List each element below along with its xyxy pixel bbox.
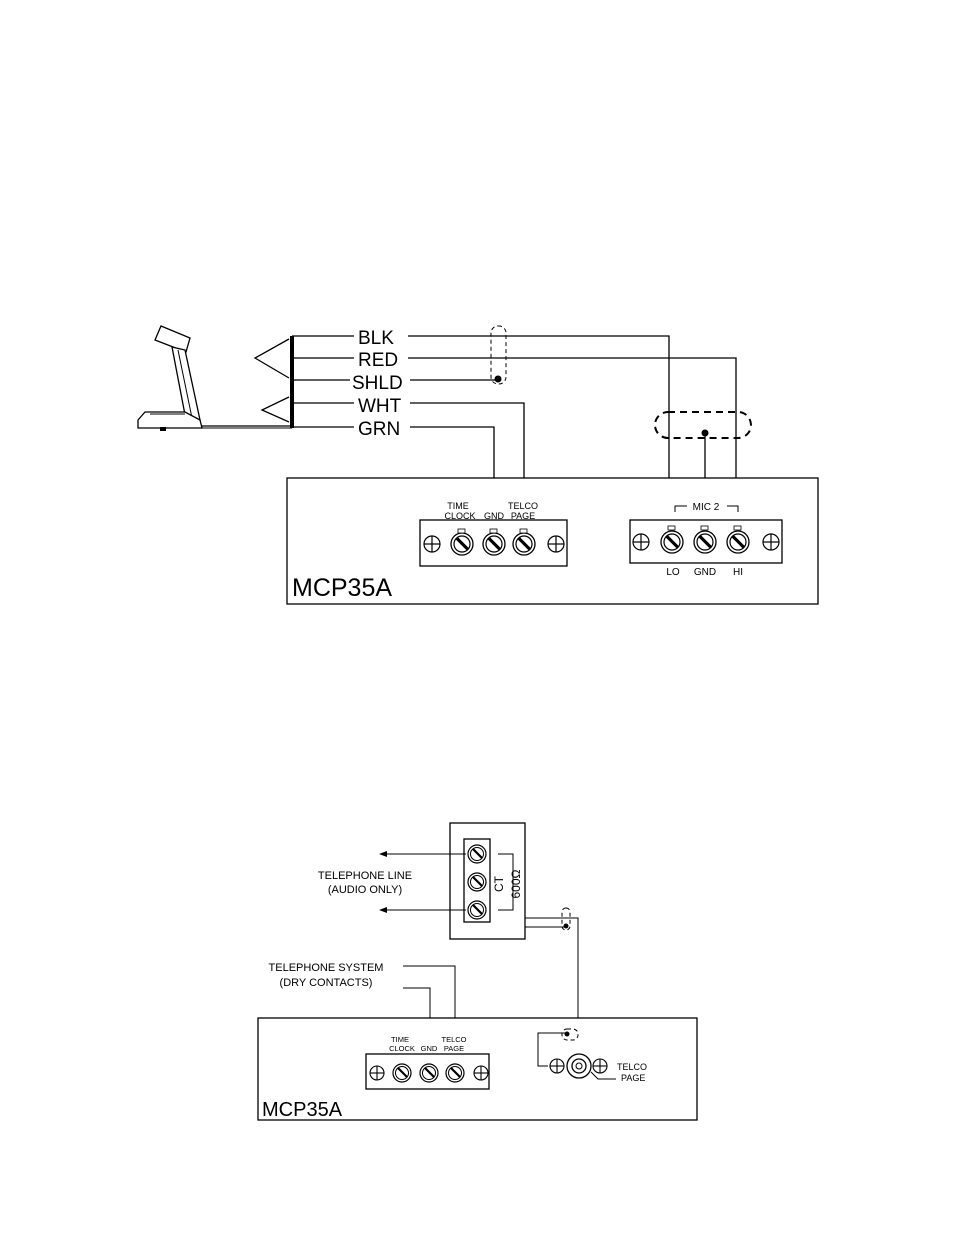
wire-label-grn: GRN [358, 419, 400, 440]
transformer-terminal-bottom [466, 899, 488, 921]
mic-connector [253, 336, 294, 428]
label-telco: TELCO [508, 501, 538, 511]
terminal-telco-page-2 [444, 1062, 466, 1084]
terminal-block-mic2: MIC 2 LO GND HI [629, 502, 783, 578]
label-time-2: TIME [391, 1035, 409, 1044]
wire-label-wht: WHT [358, 396, 402, 417]
label-gnd: GND [484, 511, 505, 521]
transformer-terminal-top [466, 843, 488, 865]
mount-screw-icon [592, 1058, 608, 1074]
diagram-2: CT 600Ω TELEPHONE LINE (AUDIO ONLY) TELE… [257, 822, 698, 1121]
wire-stubs [292, 335, 354, 428]
cable-shield-outline [490, 325, 507, 385]
wire-label-shld: SHLD [352, 373, 403, 394]
terminal-gnd-2 [418, 1062, 440, 1084]
unit-label-2: MCP35A [262, 1099, 343, 1121]
mount-screw-icon [369, 1065, 385, 1081]
label-telephone-system: TELEPHONE SYSTEM [269, 962, 384, 974]
mount-screw-icon [473, 1065, 489, 1081]
mount-screw-icon [549, 1058, 565, 1074]
terminal-time-clock [449, 531, 475, 557]
wire-label-red: RED [358, 350, 398, 371]
terminal-telco-page [511, 531, 537, 557]
label-telephone-line: TELEPHONE LINE [318, 870, 412, 882]
mount-screw-icon [632, 533, 650, 551]
terminal-mic-gnd [692, 529, 718, 555]
wires [408, 335, 737, 530]
wire-label-blk: BLK [358, 328, 394, 349]
label-jack-page: PAGE [621, 1073, 645, 1083]
terminal-hi [725, 529, 751, 555]
mic-cable-shield-outline [654, 411, 752, 439]
terminal-block-telco-2: TIME CLOCK GND TELCO PAGE [365, 1035, 490, 1090]
telephone-line-arrows [379, 851, 466, 913]
label-audio-only: (AUDIO ONLY) [328, 884, 402, 896]
label-gnd-2: GND [421, 1044, 438, 1053]
diagram-1: BLK RED SHLD WHT GRN MCP35A [137, 325, 819, 605]
terminal-time-clock-2 [391, 1062, 413, 1084]
desk-microphone [137, 325, 203, 431]
label-lo: LO [666, 567, 680, 578]
label-ct: CT [492, 875, 506, 892]
label-hi: HI [733, 567, 743, 578]
mount-screw-icon [423, 535, 441, 553]
terminal-gnd [481, 531, 507, 557]
label-mic2: MIC 2 [693, 502, 720, 513]
mount-screw-icon [547, 535, 565, 553]
telco-page-jack [537, 1028, 616, 1080]
label-mic-gnd: GND [694, 567, 716, 578]
label-dry-contacts: (DRY CONTACTS) [280, 977, 373, 989]
label-telco-2: TELCO [441, 1035, 466, 1044]
terminal-block-telco-1: TIME CLOCK GND TELCO PAGE [419, 501, 568, 567]
terminal-lo [659, 529, 685, 555]
label-page: PAGE [511, 511, 535, 521]
label-600-ohm: 600Ω [509, 869, 523, 898]
unit-label-1: MCP35A [292, 574, 392, 602]
transformer-terminal-ct [466, 871, 488, 893]
label-page-2: PAGE [444, 1044, 464, 1053]
label-time: TIME [447, 501, 469, 511]
transformer-output-wires [525, 907, 579, 1062]
label-clock-2: CLOCK [389, 1044, 415, 1053]
label-jack-telco: TELCO [617, 1062, 647, 1072]
mount-screw-icon [762, 533, 780, 551]
label-clock: CLOCK [444, 511, 475, 521]
